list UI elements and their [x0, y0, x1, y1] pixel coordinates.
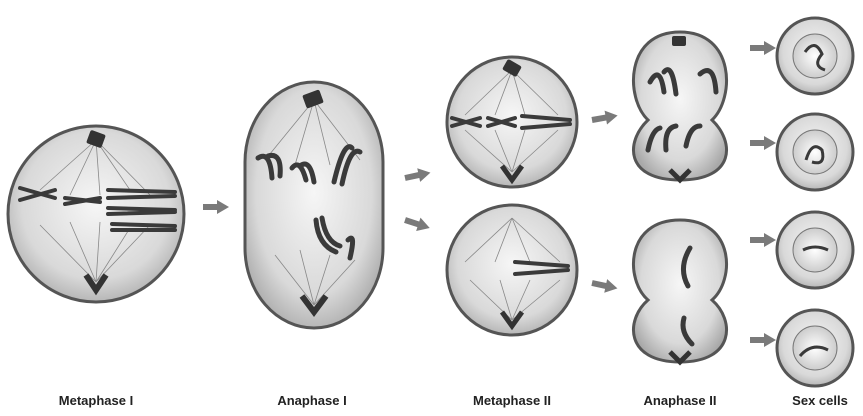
- label-metaphase-2: Metaphase II: [473, 393, 551, 408]
- cell-metaphase-2-bottom: [447, 205, 577, 335]
- sex-cell-1: [777, 18, 853, 94]
- arrow-to-sex-cell-3: [750, 233, 776, 247]
- cell-membrane: [633, 32, 726, 180]
- centriole-top: [672, 36, 686, 46]
- arrow-metaphase1-to-anaphase1: [203, 200, 229, 214]
- sex-cell-3: [777, 212, 853, 288]
- cell-membrane: [245, 82, 383, 328]
- arrow-metaphase2-to-anaphase2-top: [591, 109, 619, 127]
- cell-anaphase-1: [245, 82, 383, 328]
- label-anaphase-2: Anaphase II: [644, 393, 717, 408]
- arrow-metaphase2-to-anaphase2-bottom: [591, 276, 619, 295]
- arrow-anaphase1-to-metaphase2-top: [404, 166, 432, 185]
- cell-anaphase-2-bottom: [633, 220, 726, 362]
- arrow-to-sex-cell-2: [750, 136, 776, 150]
- arrow-to-sex-cell-4: [750, 333, 776, 347]
- label-anaphase-1: Anaphase I: [277, 393, 346, 408]
- label-metaphase-1: Metaphase I: [59, 393, 133, 408]
- sex-cell-4: [777, 310, 853, 386]
- cell-metaphase-1: [8, 126, 184, 302]
- arrow-to-sex-cell-1: [750, 41, 776, 55]
- cell-metaphase-2-top: [447, 57, 577, 187]
- cell-anaphase-2-top: [633, 32, 726, 180]
- cell-membrane: [633, 220, 726, 362]
- label-sex-cells: Sex cells: [792, 393, 848, 408]
- sex-cell-2: [777, 114, 853, 190]
- arrow-anaphase1-to-metaphase2-bottom: [403, 213, 432, 234]
